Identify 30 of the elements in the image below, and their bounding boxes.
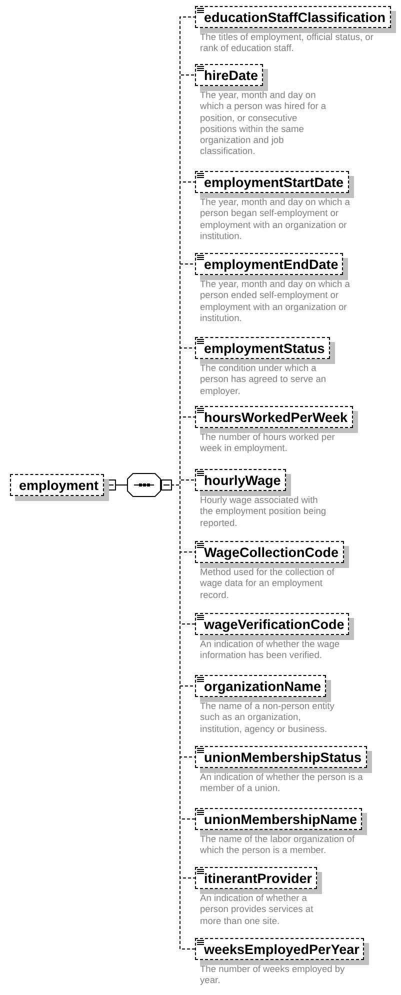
element-name: hourlyWage [204,472,281,488]
element-description: The year, month and day on which a person ended self-employment or employment with an organization or institution. [200,279,350,324]
element-name: unionMembershipStatus [204,750,362,764]
element-name: employmentStartDate [204,174,344,190]
element-description: Hourly wage associated with the employment position being reported. [200,495,328,529]
element-description: The number of weeks employed by year. [200,964,346,987]
element-name: unionMembershipName [204,812,358,826]
element-description: The name of a non-person entity such as an organization, institution, agency or business. [200,701,335,735]
element-name: employment [19,478,99,492]
element-name: wageVerificationCode [204,616,344,632]
element-description: An indication of whether the wage information has been verified. [200,639,341,662]
element-description: Method used for the collection of wage data for an employment record. [200,567,336,601]
element-description: The condition under which a person has agreed to serve an employer. [200,363,328,397]
element-name: educationStaffClassification [204,10,386,24]
element-description: The year, month and day on which a person was hired for a position, or consecutive positions within the same organization and job classification. [200,90,328,158]
element-name: hoursWorkedPerWeek [204,410,348,424]
element-description: The titles of employment, official status, or rank of education staff. [200,32,374,55]
element-name: WageCollectionCode [204,544,339,560]
element-description: The name of the labor organization of which the person is a member. [200,834,356,857]
element-description: An indication of whether a person provides services at more than one site. [200,893,314,927]
element-description: The number of hours worked per week in employment. [200,432,336,455]
element-name: weeksEmployedPerYear [204,942,360,956]
element-name: employmentStatus [204,340,325,356]
element-name: hireDate [204,68,258,82]
element-name: organizationName [204,678,322,694]
element-description: An indication of whether the person is a member of a union. [200,772,364,795]
element-name: employmentEndDate [204,256,338,272]
sequence-compositor [127,473,161,497]
element-name: itinerantProvider [204,870,312,886]
element-description: The year, month and day on which a person began self-employment or employment with an organization or institution. [200,197,351,242]
